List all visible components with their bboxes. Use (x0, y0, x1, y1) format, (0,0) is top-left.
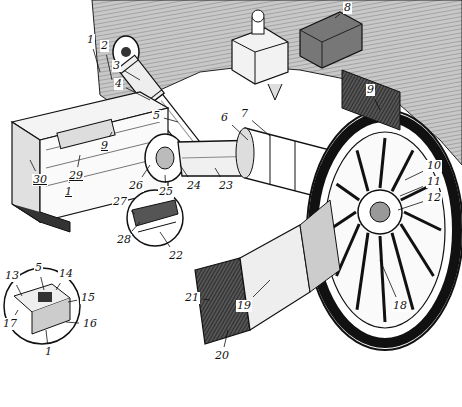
leader-line (224, 330, 228, 347)
leader-line (56, 283, 60, 290)
callout-number: 18 (392, 300, 408, 312)
leader-line (252, 120, 270, 136)
callout-number: 8 (343, 2, 352, 14)
wheel-spoke (401, 224, 434, 276)
leader-line (68, 300, 77, 302)
leader-line (165, 175, 166, 183)
leader-line (215, 168, 221, 177)
leader-line (232, 125, 248, 140)
wheel-spoke (380, 236, 385, 322)
callout-number: 9 (366, 84, 375, 96)
wheel-spoke (357, 150, 368, 191)
callout-number: 1 (44, 346, 53, 358)
wheel-spoke (392, 233, 413, 310)
callout-number: 15 (80, 292, 96, 304)
callout-number: 7 (240, 108, 249, 120)
callout-number: 23 (218, 180, 234, 192)
leader-line (109, 132, 112, 137)
leader-line (132, 222, 140, 231)
leader-line (335, 14, 340, 18)
leader-line (398, 202, 423, 210)
callout-number: 24 (186, 180, 202, 192)
leader-line (66, 322, 79, 323)
callout-number: 26 (128, 180, 144, 192)
leader-line (93, 49, 100, 72)
leader-line (41, 277, 44, 290)
callout-number: 13 (4, 270, 20, 282)
leader-line (160, 232, 170, 247)
leader-line (15, 310, 18, 315)
callout-number: 19 (236, 300, 252, 312)
callout-number: 11 (426, 176, 442, 188)
wheel-spoke (337, 184, 360, 200)
callout-number: 1 (64, 186, 73, 198)
callout-number: 1 (86, 34, 95, 46)
leader-line (180, 165, 188, 177)
callout-number: 3 (112, 60, 121, 72)
callout-number: 5 (152, 110, 161, 122)
callout-number: 14 (58, 268, 74, 280)
callout-number: 25 (158, 186, 174, 198)
leader-line (30, 160, 36, 171)
leader-line (126, 88, 150, 100)
callout-number: 6 (220, 112, 229, 124)
leader-line (380, 260, 396, 297)
wheel-spoke (380, 138, 385, 188)
callout-number: 30 (32, 174, 48, 186)
wheel-spoke (357, 233, 368, 310)
leader-line (400, 187, 423, 196)
leader-line (131, 211, 135, 214)
callout-number: 27 (112, 196, 128, 208)
callout-number: 2 (100, 40, 109, 52)
leader-line (405, 171, 423, 180)
callout-number: 29 (68, 170, 84, 182)
leader-line (78, 155, 80, 167)
leader-line (164, 118, 178, 122)
callout-number: 16 (82, 318, 98, 330)
callout-number: 28 (116, 234, 132, 246)
callout-number: 4 (114, 78, 123, 90)
leader-line (17, 285, 23, 296)
leader-line (203, 299, 210, 301)
callout-number: 9 (100, 140, 109, 152)
wheel-spoke (404, 212, 441, 230)
callout-number: 20 (214, 350, 230, 362)
leader-line (253, 280, 270, 297)
callout-number: 5 (34, 262, 43, 274)
callout-number: 17 (2, 318, 18, 330)
leader-line (142, 165, 150, 177)
leader-line (124, 70, 140, 80)
callout-number: 12 (426, 192, 442, 204)
wheel-spoke (392, 150, 413, 191)
callout-number: 10 (426, 160, 442, 172)
callout-number: 21 (184, 292, 200, 304)
callout-number: 22 (168, 250, 184, 262)
leader-line (375, 99, 380, 110)
leader-line (46, 330, 47, 343)
